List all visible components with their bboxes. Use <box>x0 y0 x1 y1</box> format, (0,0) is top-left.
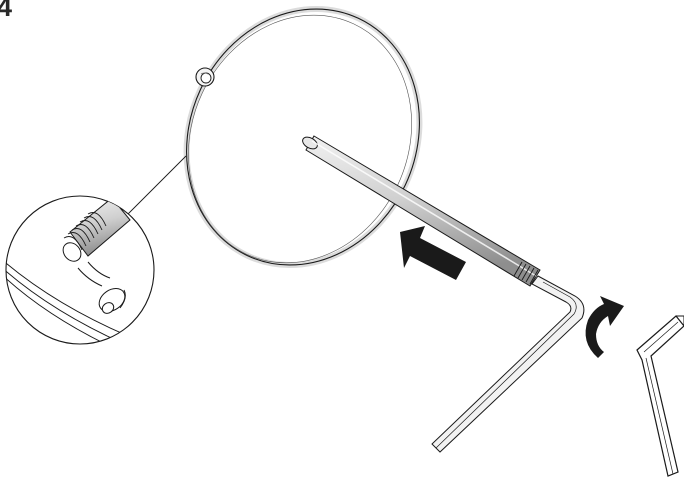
allen-key-inserted <box>432 276 584 452</box>
base-plate <box>145 0 461 303</box>
detail-circle <box>0 166 154 364</box>
threaded-hole-icon <box>196 68 214 86</box>
rotate-clockwise-icon <box>586 296 624 358</box>
allen-key-icon <box>637 316 684 476</box>
detail-leader-line <box>128 156 186 214</box>
